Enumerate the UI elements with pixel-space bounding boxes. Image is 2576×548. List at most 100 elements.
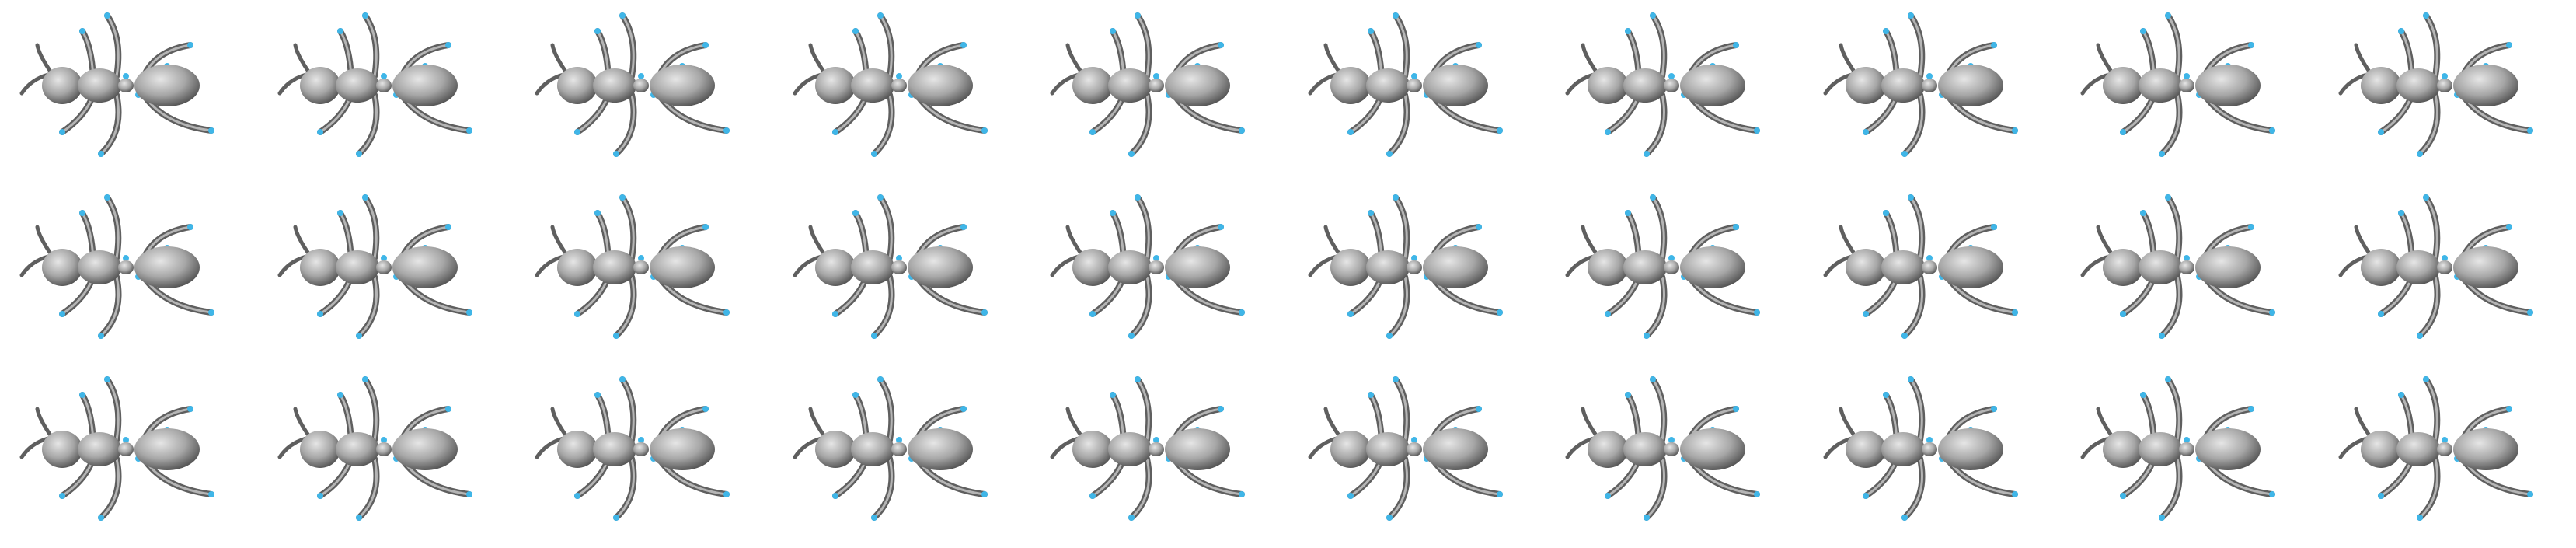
ant-head xyxy=(1588,431,1628,468)
leg xyxy=(1130,457,1150,519)
ant-cell xyxy=(1553,190,1786,345)
ant-abdomen xyxy=(1938,65,2003,106)
antenna xyxy=(1065,225,1083,256)
ant-abdomen xyxy=(1938,246,2003,288)
ant-icon xyxy=(19,12,214,157)
ant-cell xyxy=(781,190,1014,345)
ant-abdomen xyxy=(1680,428,1745,470)
ant-cell xyxy=(523,8,756,163)
ant-waist xyxy=(891,442,907,456)
ant-cell xyxy=(2069,372,2302,527)
leg xyxy=(615,93,635,155)
leg xyxy=(615,457,635,519)
ant-abdomen xyxy=(1423,428,1488,470)
ant-icon xyxy=(1823,194,2018,339)
ant-head xyxy=(300,67,340,104)
leg xyxy=(106,14,120,78)
ant-icon xyxy=(1823,376,2018,521)
ant-waist xyxy=(1149,260,1164,274)
ant-waist xyxy=(2179,442,2194,456)
ant-thorax xyxy=(2396,250,2440,284)
ant-head xyxy=(557,249,598,286)
ant-waist xyxy=(633,442,649,456)
ant-icon xyxy=(2080,376,2275,521)
leg xyxy=(1645,93,1665,155)
antenna xyxy=(808,407,826,438)
leg xyxy=(99,93,120,155)
ant-icon xyxy=(535,376,730,521)
ant-head xyxy=(2103,67,2143,104)
ant-thorax xyxy=(1623,432,1667,466)
ant-thorax xyxy=(1108,68,1152,103)
ant-cell xyxy=(2327,8,2560,163)
leg xyxy=(106,378,120,442)
ant-thorax xyxy=(78,68,121,103)
leg xyxy=(1651,14,1665,78)
antenna xyxy=(1065,43,1083,74)
leg xyxy=(1388,275,1408,337)
leg xyxy=(2424,378,2438,442)
leg xyxy=(99,457,120,519)
leg xyxy=(621,14,635,78)
ant-icon xyxy=(1050,376,1245,521)
ant-head xyxy=(2361,67,2401,104)
ant-waist xyxy=(2437,260,2452,274)
ant-thorax xyxy=(336,250,379,284)
ant-abdomen xyxy=(650,65,715,106)
antenna xyxy=(808,43,826,74)
leg xyxy=(1909,14,1923,78)
ant-icon xyxy=(1308,194,1503,339)
leg xyxy=(2160,275,2180,337)
ant-head xyxy=(815,431,856,468)
leg xyxy=(1136,14,1150,78)
ant-cell xyxy=(523,190,756,345)
leg xyxy=(873,457,893,519)
ant-waist xyxy=(376,260,392,274)
ant-icon xyxy=(277,376,472,521)
ant-abdomen xyxy=(2453,246,2518,288)
leg xyxy=(1136,196,1150,260)
ant-head xyxy=(2361,431,2401,468)
ant-abdomen xyxy=(2195,428,2261,470)
ant-cell xyxy=(781,8,1014,163)
antenna xyxy=(35,225,53,256)
ant-icon xyxy=(793,376,988,521)
ant-icon xyxy=(2338,376,2533,521)
ant-cell xyxy=(2069,8,2302,163)
leg xyxy=(2418,93,2438,155)
leg xyxy=(873,275,893,337)
leg xyxy=(879,196,893,260)
ant-cell xyxy=(8,372,241,527)
ant-head xyxy=(300,249,340,286)
antenna xyxy=(35,407,53,438)
ant-head xyxy=(2361,249,2401,286)
antenna xyxy=(550,225,568,256)
ant-abdomen xyxy=(392,65,458,106)
ant-icon xyxy=(277,194,472,339)
ant-cell xyxy=(266,190,499,345)
ant-head xyxy=(1846,67,1886,104)
ant-cell xyxy=(1553,8,1786,163)
ant-cell xyxy=(1811,190,2044,345)
ant-thorax xyxy=(2396,432,2440,466)
ant-waist xyxy=(1407,79,1422,92)
ant-thorax xyxy=(593,68,636,103)
ant-icon xyxy=(2338,194,2533,339)
ant-waist xyxy=(1922,260,1937,274)
ant-icon xyxy=(1565,194,1760,339)
ant-waist xyxy=(2437,442,2452,456)
ant-thorax xyxy=(1881,432,1925,466)
antenna xyxy=(1581,43,1598,74)
ant-waist xyxy=(376,442,392,456)
leg xyxy=(2424,14,2438,78)
ant-icon xyxy=(1823,12,2018,157)
antenna xyxy=(1581,407,1598,438)
ant-thorax xyxy=(1366,432,1410,466)
ant-head xyxy=(1846,431,1886,468)
ant-icon xyxy=(793,12,988,157)
ant-icon xyxy=(2080,12,2275,157)
ant-cell xyxy=(1296,372,1529,527)
ant-head xyxy=(557,67,598,104)
antenna xyxy=(1065,407,1083,438)
antenna xyxy=(35,43,53,74)
